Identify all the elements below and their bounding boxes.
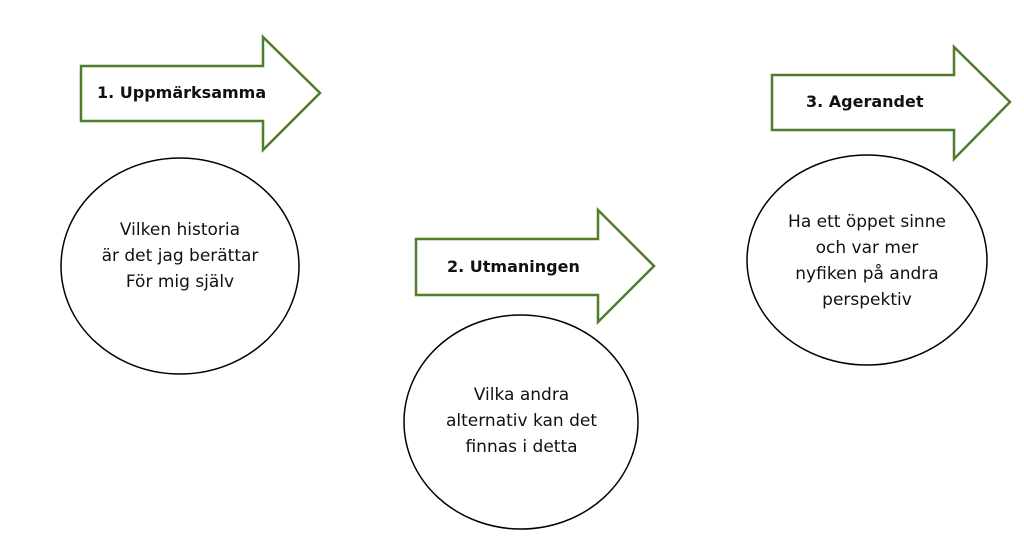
step-3-line-3: nyfiken på andra [795, 264, 939, 284]
step-3-circle [746, 154, 988, 366]
step-2-circle [403, 314, 639, 530]
step-3-circle-text: Ha ett öppet sinne och var mer nyfiken p… [747, 209, 987, 313]
step-3-line-2: och var mer [815, 238, 919, 258]
step-2-arrow-label: 2. Utmaningen [447, 257, 580, 276]
step-3-line-1: Ha ett öppet sinne [788, 212, 946, 232]
step-1-arrow-label: 1. Uppmärksamma [97, 83, 267, 102]
step-2-circle-text: Vilka andra alternativ kan det finnas i … [404, 382, 639, 460]
step-1-line-1: Vilken historia [119, 220, 241, 240]
step-2-line-1: Vilka andra [473, 385, 570, 405]
step-2-line-2: alternativ kan det [445, 411, 598, 431]
step-1-line-2: är det jag berättar [101, 246, 259, 266]
step-1-arrow [79, 34, 322, 154]
step-3-arrow [770, 44, 1012, 163]
step-2-line-3: finnas i detta [465, 437, 578, 457]
step-1-circle-text: Vilken historia är det jag berättar För … [61, 217, 299, 295]
step-1-circle [60, 157, 300, 375]
step-1-line-3: För mig själv [125, 272, 235, 292]
step-2-arrow [414, 206, 656, 326]
step-3-arrow-label: 3. Agerandet [806, 92, 924, 111]
step-3-line-4: perspektiv [822, 290, 912, 310]
